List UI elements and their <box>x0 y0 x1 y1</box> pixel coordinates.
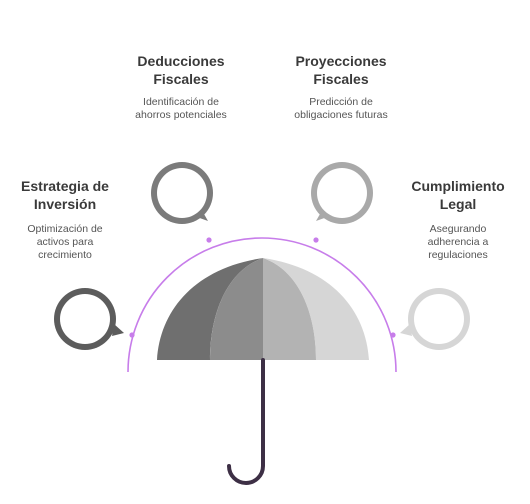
title-line: Proyecciones <box>295 53 387 69</box>
title-line: Cumplimiento <box>411 178 505 194</box>
item-title-estrategia: Estrategia de Inversión <box>5 177 125 213</box>
arc-dot-1 <box>129 332 135 338</box>
desc-line: Identificación de <box>143 96 219 108</box>
desc-line: ahorros potenciales <box>135 109 227 121</box>
desc-line: Predicción de <box>309 96 373 108</box>
item-title-proyecciones: Proyecciones Fiscales <box>278 52 404 88</box>
title-line: Inversión <box>33 196 97 212</box>
outer-arc <box>127 237 397 373</box>
title-line: Estrategia de <box>21 178 109 194</box>
item-desc-proyecciones: Predicción de obligaciones futuras <box>278 96 404 122</box>
title-line: Fiscales <box>313 71 369 87</box>
item-title-cumplimiento: Cumplimiento Legal <box>398 177 518 213</box>
title-line: Deducciones <box>137 53 225 69</box>
canopy-panel-2 <box>210 258 263 360</box>
umbrella-canopy <box>157 258 369 360</box>
item-title-deducciones: Deducciones Fiscales <box>118 52 244 88</box>
item-desc-deducciones: Identificación de ahorros potenciales <box>118 96 244 122</box>
item-desc-cumplimiento: Asegurando adherencia a regulaciones <box>398 223 518 262</box>
bubble-cumplimiento-icon <box>400 288 470 350</box>
desc-line: regulaciones <box>428 249 488 261</box>
arc-dot-2 <box>206 237 212 243</box>
arc-dot-4 <box>390 332 396 338</box>
desc-line: Asegurando <box>429 223 487 235</box>
umbrella-handle <box>227 358 265 485</box>
desc-line: Optimización de <box>27 223 103 235</box>
desc-line: adherencia a <box>427 236 489 248</box>
bubble-proyecciones-icon <box>311 162 373 224</box>
desc-line: obligaciones futuras <box>294 109 388 121</box>
item-desc-estrategia: Optimización de activos para crecimiento <box>5 223 125 262</box>
title-line: Legal <box>439 196 477 212</box>
desc-line: crecimiento <box>38 249 92 261</box>
bubble-estrategia-icon <box>54 288 124 350</box>
canopy-panel-4 <box>263 258 369 360</box>
canopy-panel-1 <box>157 258 263 360</box>
bubble-deducciones-icon <box>151 162 213 224</box>
canopy-panel-3 <box>263 258 316 360</box>
arc-dot-3 <box>313 237 319 243</box>
title-line: Fiscales <box>153 71 209 87</box>
desc-line: activos para <box>36 236 94 248</box>
